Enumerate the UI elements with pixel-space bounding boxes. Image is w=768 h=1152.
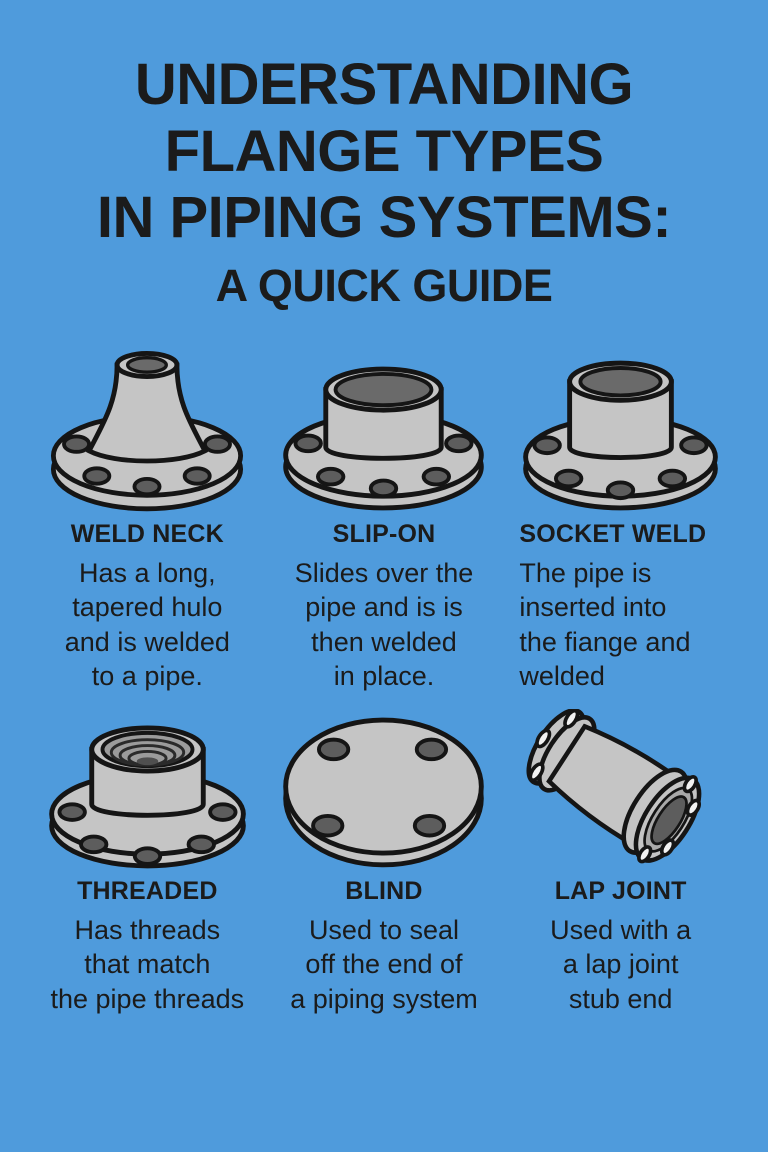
socket-weld-flange-icon [523,360,718,511]
threaded-flange-icon [49,725,246,869]
blind-flange-icon [283,717,485,868]
flange-card-weld-neck: WELD NECK Has a long, tapered hulo and i… [34,328,261,693]
blind-art [271,709,498,869]
flange-description: Has a long, tapered hulo and is welded t… [64,558,230,691]
flange-card-slip-on: SLIP-ON Slides over the pipe and is is t… [271,328,498,693]
flange-name: LAP JOINT [554,877,687,906]
slip-on-art [271,328,498,512]
flange-name: THREADED [77,877,218,906]
flange-name: SLIP-ON [332,520,436,549]
flange-name: WELD NECK [70,520,224,549]
weld-neck-flange-icon [51,351,244,512]
poster-title: UNDERSTANDING FLANGE TYPES IN PIPING SYS… [96,52,672,251]
poster-subtitle: A QUICK GUIDE [215,260,553,312]
flange-card-socket-weld: SOCKET WELD The pipe is inserted into th… [507,328,734,693]
flange-description: Used with a a lap joint stub end [550,915,692,1014]
flange-card-lap-joint: LAP JOINT Used with a a lap joint stub e… [507,709,734,1016]
slip-on-flange-icon [283,366,485,511]
flange-description: Used to seal off the end of a piping sys… [290,915,478,1014]
flange-grid: WELD NECK Has a long, tapered hulo and i… [0,328,768,1016]
lap-joint-art [507,709,734,869]
flange-name: BLIND [345,877,423,906]
flange-name: SOCKET WELD [519,520,707,549]
flange-description: The pipe is inserted into the fiange and… [519,558,691,691]
flange-card-threaded: THREADED Has threads that match the pipe… [34,709,261,1016]
threaded-art [34,709,261,869]
lap-joint-flange-icon [526,709,702,864]
flange-description: Has threads that match the pipe threads [50,915,245,1014]
flange-card-blind: BLIND Used to seal off the end of a pipi… [271,709,498,1016]
socket-weld-art [507,328,734,512]
weld-neck-art [34,328,261,512]
flange-description: Slides over the pipe and is is then weld… [294,558,474,691]
